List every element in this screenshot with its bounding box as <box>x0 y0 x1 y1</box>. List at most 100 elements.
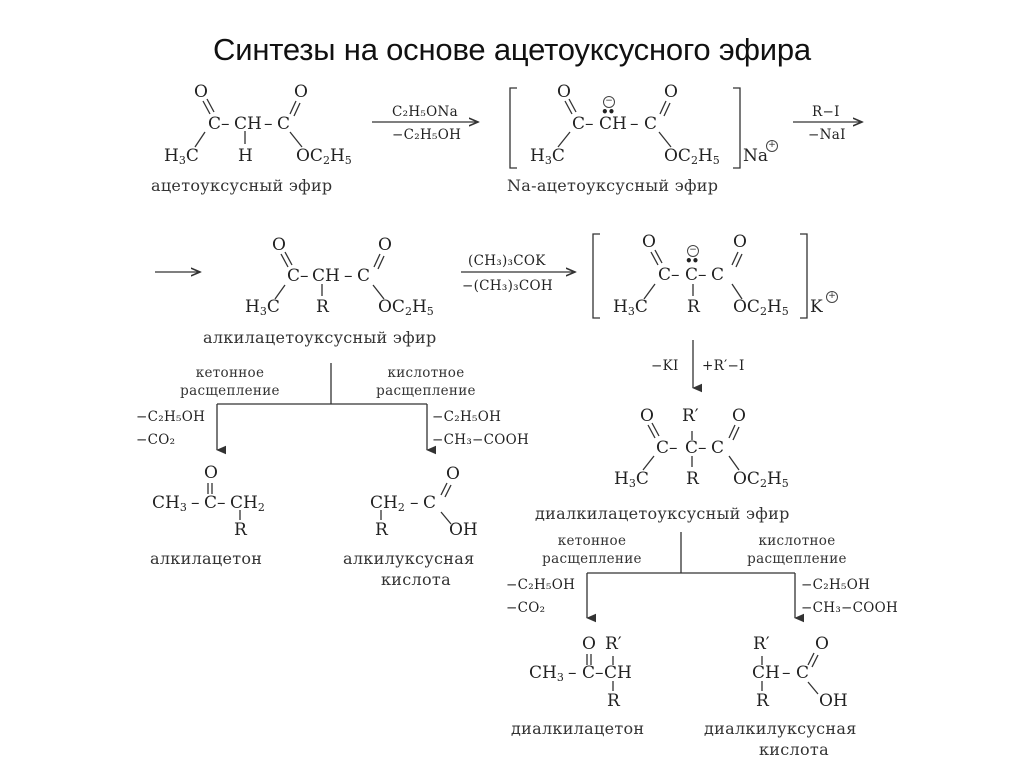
atom-c: C <box>357 266 371 286</box>
atom-c: C <box>656 438 670 458</box>
atom-ch: CH <box>604 663 632 683</box>
group-oh: OH <box>819 691 848 711</box>
ketone-cleavage-label-1: кетонное <box>195 365 265 381</box>
bond-dash: – <box>410 493 419 513</box>
atom-ch: CH <box>752 663 780 683</box>
acid-cleavage-label-1: кислотное <box>758 533 836 549</box>
reagent-step2-bottom: −NaI <box>808 127 846 143</box>
bond-dash: – <box>300 266 309 286</box>
atom-c: C <box>572 114 586 134</box>
bond-dash: – <box>568 663 577 683</box>
compound-name-line-1: алкилуксусная <box>343 549 475 568</box>
atom-h: H <box>238 146 253 166</box>
atom-o: O <box>732 406 746 426</box>
bracket-right-k <box>800 233 808 319</box>
reagent-step3-top: (CH₃)₃COK <box>468 253 546 269</box>
atom-ch: CH <box>312 266 340 286</box>
reagent-step1-bottom: −C₂H₅OH <box>392 127 462 143</box>
lone-pair-icon: •• <box>601 105 615 119</box>
atom-c: C <box>204 493 218 513</box>
positive-charge-icon: + <box>766 140 778 152</box>
compound-name-line-1: диалкилуксусная <box>704 719 857 738</box>
negative-charge-icon: − <box>687 245 699 257</box>
atom-r: R <box>316 297 329 317</box>
group-ch2: CH2 <box>230 493 265 514</box>
ketone-loss-1: −C₂H₅OH <box>506 577 576 593</box>
compound-name: Na-ацетоуксусный эфир <box>507 176 719 195</box>
atom-r: R <box>607 691 620 711</box>
atom-r: R <box>687 297 700 317</box>
atom-c: C <box>277 114 291 134</box>
atom-o: O <box>642 232 656 252</box>
atom-r-prime: R′ <box>682 406 699 426</box>
group-oc2h5: OC2H5 <box>664 146 720 167</box>
acid-loss-1: −C₂H₅OH <box>801 577 871 593</box>
acid-loss-2: −CH₃−COOH <box>432 432 530 448</box>
atom-o: O <box>815 634 829 654</box>
bond-dash: – <box>595 663 604 683</box>
group-ch2: CH2 <box>370 493 405 514</box>
bond-dash: – <box>217 493 226 513</box>
counterion-k: K <box>810 297 823 317</box>
group-h3c: H3C <box>164 146 199 167</box>
compound-name: ацетоуксусный эфир <box>151 176 333 195</box>
ketone-loss-2: −CO₂ <box>136 432 176 448</box>
atom-o: O <box>194 82 208 102</box>
reagent-step4-left: −KI <box>651 358 679 374</box>
atom-c: C <box>711 265 725 285</box>
group-oc2h5: OC2H5 <box>733 469 789 490</box>
atom-c: C <box>582 663 596 683</box>
atom-o: O <box>294 82 308 102</box>
ketone-cleavage-label-2: расщепление <box>180 383 280 399</box>
atom-r: R <box>686 469 699 489</box>
group-h3c: H3C <box>245 297 280 318</box>
compound-name: диалкилацетоуксусный эфир <box>535 504 790 523</box>
atom-ch: CH <box>599 114 627 134</box>
atom-c: C <box>685 265 699 285</box>
bond-dash: – <box>782 663 791 683</box>
lone-pair-icon: •• <box>685 254 699 268</box>
group-h3c: H3C <box>530 146 565 167</box>
reagent-step3-bottom: −(CH₃)₃COH <box>462 278 553 294</box>
ketone-cleavage-label-2: расщепление <box>542 551 642 567</box>
bond-dash: – <box>698 438 707 458</box>
atom-c: C <box>711 438 725 458</box>
compound-name-line-2: кислота <box>759 740 829 759</box>
atom-o: O <box>204 463 218 483</box>
bracket-left-na <box>509 87 517 169</box>
atom-o: O <box>446 464 460 484</box>
bond-dash: – <box>671 265 680 285</box>
acid-loss-2: −CH₃−COOH <box>801 600 899 616</box>
atom-c: C <box>796 663 810 683</box>
atom-o: O <box>733 232 747 252</box>
atom-c: C <box>423 493 437 513</box>
group-oc2h5: OC2H5 <box>378 297 434 318</box>
negative-charge-icon: − <box>603 96 615 108</box>
compound-name: алкилацетоуксусный эфир <box>203 328 437 347</box>
atom-c: C <box>644 114 658 134</box>
group-oh: OH <box>449 520 478 540</box>
acid-cleavage-label-2: расщепление <box>376 383 476 399</box>
reagent-step4-right: +R′−I <box>702 358 745 374</box>
acid-cleavage-label-1: кислотное <box>387 365 465 381</box>
acid-cleavage-label-2: расщепление <box>747 551 847 567</box>
group-ch3: CH3 <box>529 663 564 684</box>
ketone-cleavage-label-1: кетонное <box>557 533 627 549</box>
acid-loss-1: −C₂H₅OH <box>432 409 502 425</box>
compound-name: диалкилацетон <box>511 719 645 738</box>
atom-c: C <box>685 438 699 458</box>
group-h3c: H3C <box>614 469 649 490</box>
compound-name-line-2: кислота <box>381 570 451 589</box>
atom-o: O <box>664 82 678 102</box>
atom-o: O <box>557 82 571 102</box>
acetoacetic-ester-bonds <box>194 98 303 148</box>
group-oc2h5: OC2H5 <box>733 297 789 318</box>
reagent-step1-top: C₂H₅ONa <box>392 104 458 120</box>
atom-o: O <box>640 406 654 426</box>
counterion-na: Na <box>743 146 769 166</box>
atom-r: R <box>756 691 769 711</box>
atom-r-prime: R′ <box>605 634 622 654</box>
group-h3c: H3C <box>613 297 648 318</box>
na-acetoacetic-ester-bonds <box>557 98 672 148</box>
